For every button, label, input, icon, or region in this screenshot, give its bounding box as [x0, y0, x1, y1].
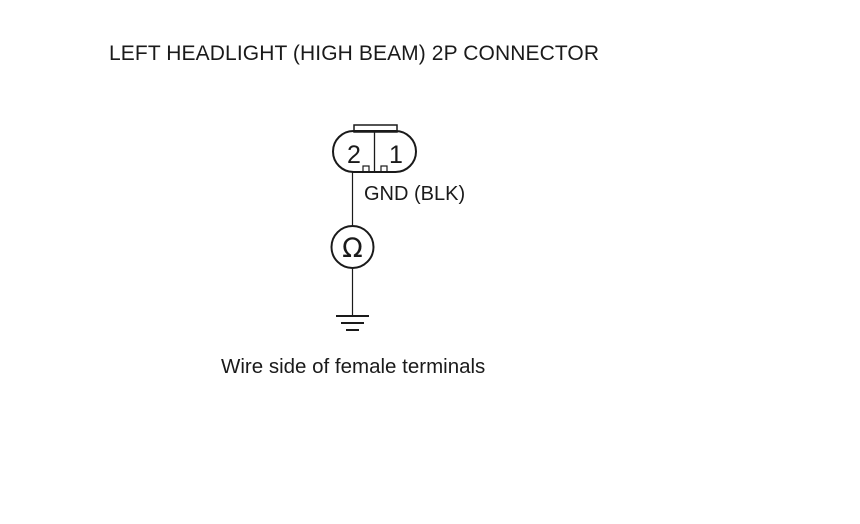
terminal-notch-1 [380, 165, 388, 173]
ground-icon [336, 315, 369, 331]
terminal-view-caption: Wire side of female terminals [221, 355, 486, 378]
pin-number-2: 2 [347, 141, 361, 169]
diagram-title: LEFT HEADLIGHT (HIGH BEAM) 2P CONNECTOR [109, 42, 600, 65]
connector-2p: 2 1 [332, 124, 417, 173]
ohmmeter-icon: Ω [330, 225, 375, 269]
terminal-notch-2 [362, 165, 370, 173]
wire-label: GND (BLK) [364, 183, 466, 205]
pin-number-1: 1 [389, 141, 403, 169]
ohm-symbol: Ω [342, 233, 363, 264]
